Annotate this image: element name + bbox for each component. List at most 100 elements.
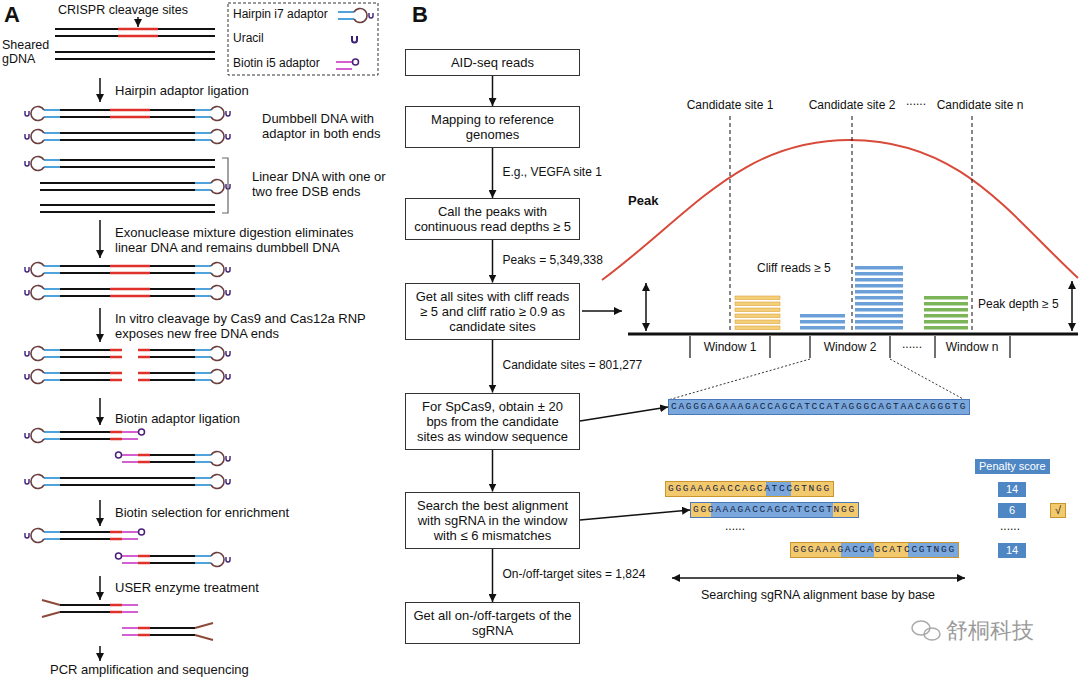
cleaved-dna	[25, 370, 230, 384]
label-text: Linear DNA with one or two free DSB ends	[252, 170, 392, 200]
edge-label: Peaks = 5,349,338	[503, 254, 603, 268]
dumbbell-dna	[60, 266, 195, 273]
cleaved-dna	[25, 347, 60, 361]
bracket	[222, 158, 228, 213]
dumbbell-dna	[25, 263, 60, 277]
node-text: GGGAAAGACCAGCATCCGTNGG	[668, 483, 831, 495]
legend-text: Biotin i5 adaptor	[233, 57, 320, 71]
edge-label: Candidate sites = 801,277	[503, 359, 643, 373]
biotin-dna	[25, 429, 60, 443]
dumbbell-dna	[195, 286, 230, 300]
edge-label: E.g., VEGFA site 1	[503, 166, 602, 180]
node-text: Get all sites with cliff reads ≥ 5 and c…	[412, 289, 573, 334]
read-bars	[800, 320, 845, 324]
cleaved-dna	[25, 370, 60, 384]
biotin-dna	[122, 429, 145, 439]
node-text: CAGGGAGAAAGACCAGCATCCATAGGGCAGTAACAGGGTG	[671, 401, 967, 413]
cleaved-dna	[110, 350, 150, 357]
label-text: Candidate site 1	[687, 99, 774, 113]
label-text: PCR amplification and sequencing	[50, 663, 249, 678]
legend-box	[228, 3, 378, 75]
label-text: Window 2	[824, 341, 877, 355]
biotin-dna	[122, 529, 145, 539]
label-text: Dumbbell DNA with adaptor in both ends	[262, 112, 397, 142]
score-box: 14	[998, 482, 1026, 497]
label-text: ......	[906, 95, 926, 109]
node-text: √	[1051, 504, 1065, 517]
sheared-dna	[55, 52, 215, 59]
cleaved-dna	[25, 347, 230, 361]
step-arrow	[99, 500, 101, 526]
candidate-line	[730, 116, 972, 333]
label-text: Window n	[946, 341, 999, 355]
cleavage-arrow	[137, 17, 139, 27]
node-text: 14	[1002, 544, 1022, 557]
linear-dna	[195, 180, 230, 194]
linear-dna	[40, 180, 230, 194]
legend-box	[352, 36, 357, 43]
window-tick	[769, 336, 770, 358]
linear-dna	[40, 183, 195, 190]
legend-box	[228, 3, 378, 75]
alignment-bar: GGGAAAGACCAGCATCCGTNGG	[790, 542, 959, 558]
read-bars	[735, 320, 780, 324]
dumbbell-dna	[60, 133, 195, 140]
biotin-dna	[195, 452, 230, 466]
read-bars	[924, 314, 968, 318]
dumbbell-dna	[60, 478, 195, 485]
read-bars	[924, 326, 968, 330]
node-text: GGGAAAGACCAGCATCCGTNGG	[793, 544, 956, 556]
label-text: 舒桐科技	[946, 618, 1034, 643]
biotin-dna	[138, 455, 150, 462]
window-tick	[1009, 336, 1010, 358]
node-text: Mapping to reference genomes	[412, 112, 573, 142]
wechat-icon	[924, 628, 940, 640]
node-text: Penalty score	[979, 460, 1046, 473]
read-bars	[735, 326, 780, 330]
process-box: For SpCas9, obtain ± 20 bps from the can…	[405, 393, 580, 450]
dumbbell-dna	[25, 475, 60, 489]
read-bars	[735, 302, 780, 306]
library-dna	[138, 628, 150, 635]
label-text: A	[4, 2, 20, 27]
library-dna	[195, 623, 213, 640]
label-text: Window 1	[704, 341, 757, 355]
label-text: Peak depth ≥ 5	[978, 298, 1059, 312]
flow-arrow	[492, 549, 494, 603]
read-bars	[800, 314, 845, 318]
window-tick	[689, 336, 690, 358]
linear-dna	[40, 205, 215, 212]
dumbbell-dna	[195, 475, 230, 489]
process-box: Get all sites with cliff reads ≥ 5 and c…	[405, 283, 580, 340]
biotin-dna	[195, 553, 230, 567]
node-text: GGGAAAGACCAGCATCCGTNGG	[693, 504, 856, 516]
legend-text: Biotin i5 adaptor	[233, 57, 320, 71]
read-bars	[855, 326, 903, 330]
zoom-line	[668, 359, 965, 400]
read-bars	[855, 314, 903, 318]
legend-text: Uracil	[233, 32, 264, 46]
flow-arrow	[492, 240, 494, 283]
read-bars	[800, 266, 903, 330]
library-dna	[122, 628, 138, 635]
label-text: ......	[1000, 520, 1020, 534]
baseline	[628, 333, 1078, 336]
biotin-dna	[25, 429, 145, 443]
read-bars	[855, 266, 903, 270]
sheared-dna	[118, 29, 158, 36]
flow-arrow	[492, 450, 494, 492]
read-bars	[924, 308, 968, 312]
linear-dna	[25, 157, 215, 171]
legend-box	[336, 59, 359, 69]
label-text: Biotin adaptor ligation	[115, 412, 240, 427]
label-text: Exonuclease mixture digestion eliminates…	[115, 226, 385, 256]
read-bars	[855, 320, 903, 324]
node-text: Search the best alignment with sgRNA in …	[412, 498, 573, 543]
label-text: Sheared gDNA	[2, 38, 54, 67]
dumbbell-dna	[25, 263, 230, 277]
label-text: A	[4, 2, 20, 27]
label-text: ......	[902, 338, 922, 352]
biotin-dna	[25, 529, 60, 543]
label-text: CRISPR cleavage sites	[58, 3, 188, 17]
